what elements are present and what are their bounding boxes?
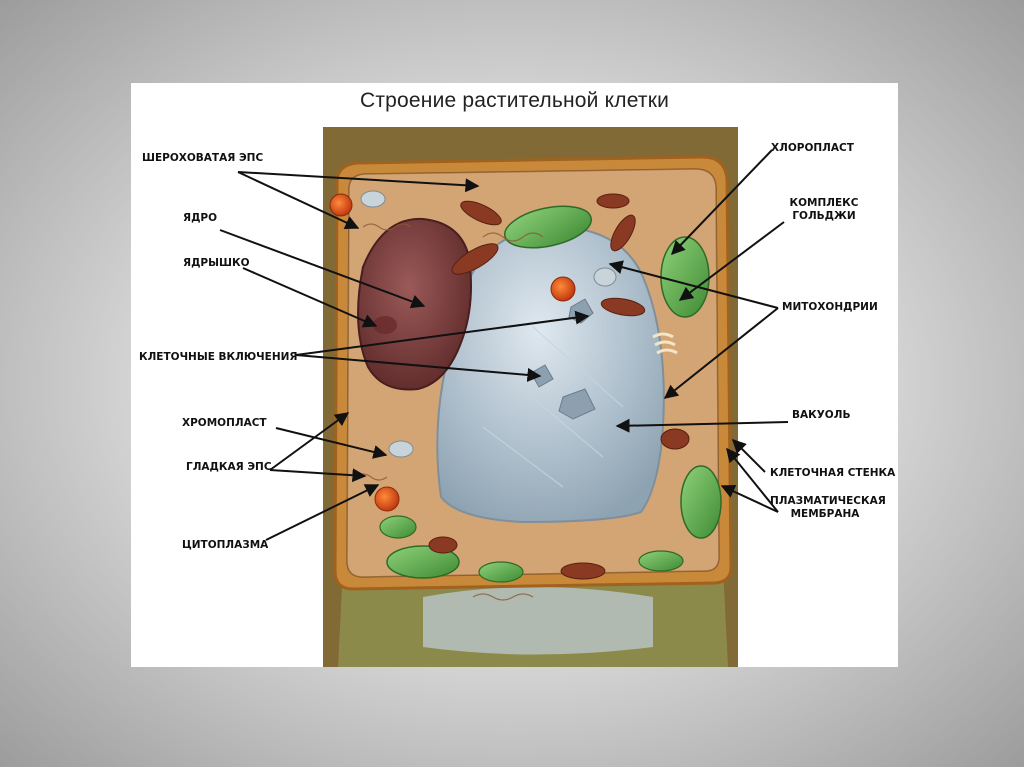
- chloroplast: [478, 561, 524, 583]
- mitochondrion: [596, 193, 630, 209]
- label-inclusions: КЛЕТОЧНЫЕ ВКЛЮЧЕНИЯ: [139, 351, 298, 363]
- label-nucleolus: ЯДРЫШКО: [183, 257, 250, 269]
- mitochondrion: [560, 562, 606, 580]
- label-cell-wall: КЛЕТОЧНАЯ СТЕНКА: [770, 467, 896, 479]
- inclusion-crystal: [558, 388, 596, 420]
- chloroplast: [660, 236, 710, 318]
- chloroplast: [386, 545, 460, 579]
- chloroplast: [680, 465, 722, 539]
- label-chloroplast: ХЛОРОПЛАСТ: [771, 142, 854, 154]
- chloroplast: [504, 205, 592, 249]
- diagram-title: Строение растительной клетки: [359, 89, 670, 112]
- mitochondrion: [610, 214, 636, 252]
- label-chromoplast: ХРОМОПЛАСТ: [182, 417, 267, 429]
- inclusion-grain: [388, 440, 414, 458]
- inclusion-grain: [360, 190, 386, 208]
- label-smooth-er: ГЛАДКАЯ ЭПС: [186, 461, 272, 473]
- mitochondrion: [451, 243, 499, 275]
- chromoplast: [329, 193, 353, 217]
- chloroplast: [379, 515, 417, 539]
- label-nucleus: ЯДРО: [183, 212, 218, 224]
- mitochondrion: [460, 200, 502, 226]
- label-plasma-membrane: ПЛАЗМАТИЧЕСКАЯ МЕМБРАНА: [770, 495, 886, 520]
- mitochondrion: [660, 428, 690, 450]
- plant-cell-illustration: [323, 127, 738, 667]
- label-vacuole: ВАКУОЛЬ: [792, 409, 851, 421]
- mitochondrion: [428, 536, 458, 554]
- slide: Строение растительной клетки: [131, 83, 898, 667]
- label-golgi: КОМПЛЕКС ГОЛЬДЖИ: [789, 197, 859, 222]
- chloroplast: [638, 550, 684, 572]
- chromoplast: [374, 486, 400, 512]
- label-mitochondria: МИТОХОНДРИИ: [782, 301, 878, 313]
- inclusion-grain: [593, 267, 617, 287]
- label-rough-er: ШЕРОХОВАТАЯ ЭПС: [142, 152, 264, 164]
- chromoplast: [550, 276, 576, 302]
- nucleolus: [373, 316, 397, 334]
- label-cytoplasm: ЦИТОПЛАЗМА: [182, 539, 269, 551]
